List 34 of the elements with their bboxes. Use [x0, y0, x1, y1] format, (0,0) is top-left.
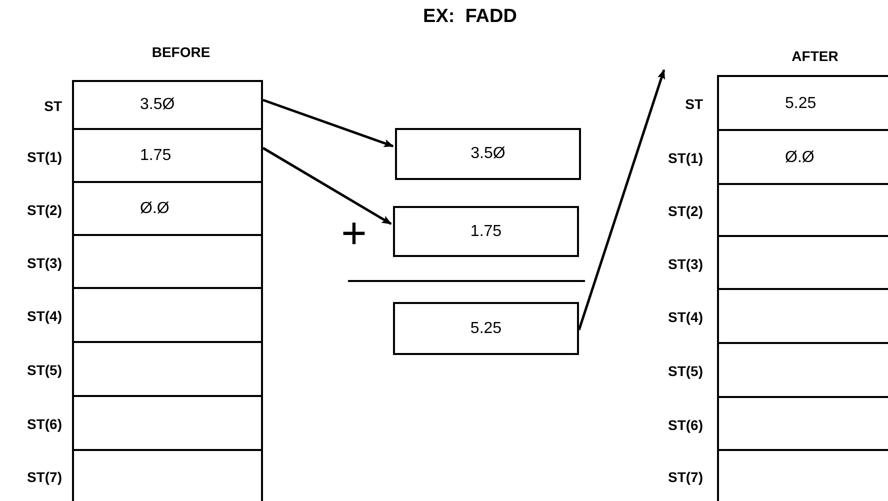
- register-label: ST(5): [668, 362, 703, 380]
- register-value: 3.5Ø: [470, 144, 506, 164]
- register-label: ST(6): [668, 416, 703, 434]
- register-value: 1.75: [470, 222, 502, 242]
- arrow: [262, 98, 394, 148]
- register-label: ST(7): [668, 468, 703, 486]
- register-label: ST(4): [27, 307, 62, 325]
- register-label: ST(3): [668, 254, 703, 272]
- register-label: ST(1): [668, 149, 703, 167]
- register-label: ST(4): [668, 308, 703, 326]
- register-label: ST(3): [27, 254, 62, 272]
- plus-sign: +: [340, 212, 368, 256]
- register-label: ST(5): [27, 361, 62, 379]
- arrow: [262, 146, 392, 225]
- value-box: [393, 206, 579, 257]
- value-box: [395, 128, 581, 180]
- stack-heading: AFTER: [790, 47, 840, 66]
- register-label: ST(1): [27, 148, 62, 166]
- register-label: ST(2): [668, 202, 703, 220]
- register-value: Ø.Ø: [140, 198, 170, 218]
- value-box: [393, 302, 579, 355]
- diagram-title: EX: FADD: [422, 5, 518, 29]
- register-label: ST(6): [27, 415, 62, 433]
- arrow: [578, 69, 666, 330]
- register-label: ST(7): [27, 468, 62, 486]
- register-label: ST: [685, 95, 703, 113]
- stack-heading: BEFORE: [150, 43, 212, 62]
- register-value: Ø.Ø: [785, 148, 814, 168]
- register-value: 1.75: [140, 146, 172, 166]
- register-value: 5.25: [470, 318, 502, 338]
- register-value: 3.5Ø: [140, 95, 175, 115]
- register-value: 5.25: [785, 94, 816, 114]
- register-label: ST(2): [27, 200, 62, 218]
- register-label: ST: [44, 97, 62, 115]
